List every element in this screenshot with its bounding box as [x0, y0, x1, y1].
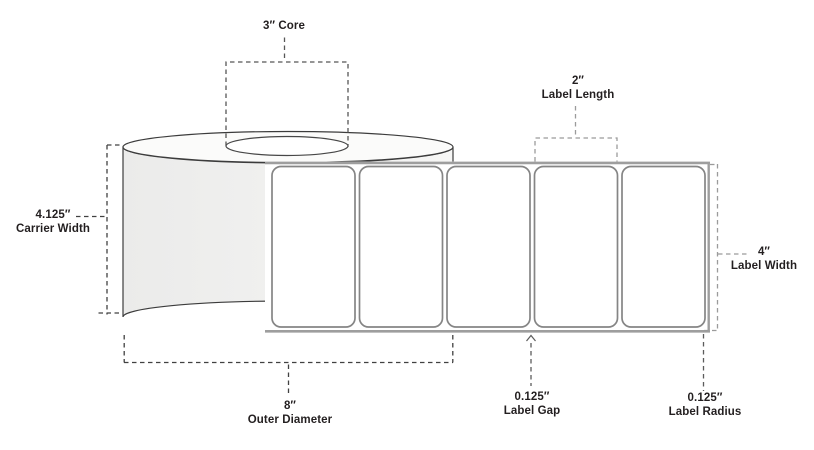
label-width-dimension-lines	[704, 163, 748, 332]
label-radius-name: Label Radius	[668, 405, 742, 418]
label-radius-value: 0.125″	[687, 392, 723, 404]
carrier-width-dimension-label: 4.125″ Carrier Width	[2, 209, 104, 236]
carrier-width-value: 4.125″	[35, 209, 71, 221]
carrier-width-name: Carrier Width	[15, 222, 91, 235]
label-width-name: Label Width	[730, 259, 798, 272]
label-width-dimension-label: 4″ Label Width	[702, 246, 814, 273]
label-length-name: Label Length	[541, 88, 615, 101]
label-gap-name: Label Gap	[503, 404, 561, 417]
label-radius-dimension-label: 0.125″ Label Radius	[634, 392, 776, 419]
label-width-value: 4″	[757, 246, 771, 258]
die-cut-label-2	[358, 165, 444, 328]
label-gap-dimension-label: 0.125″ Label Gap	[461, 391, 603, 418]
die-cut-label-3	[446, 165, 531, 328]
core-dimension-lines	[225, 37, 349, 147]
core-dimension-text: 3″ Core	[263, 20, 305, 32]
label-gap-arrowhead	[526, 334, 536, 342]
outer-diameter-dimension-lines	[123, 335, 454, 393]
carrier-width-dimension-lines	[76, 144, 120, 315]
outer-diameter-name: Outer Diameter	[247, 413, 333, 426]
core-dimension-label: 3″ Core	[224, 20, 344, 34]
die-cut-label-4	[533, 165, 619, 328]
label-length-value: 2″	[571, 75, 585, 87]
roll-core-hole	[225, 135, 349, 157]
die-cut-label-5	[621, 165, 706, 328]
outer-diameter-value: 8″	[283, 400, 297, 412]
label-gap-value: 0.125″	[514, 391, 550, 403]
label-length-dimension-lines	[534, 106, 618, 162]
outer-diameter-dimension-label: 8″ Outer Diameter	[214, 400, 366, 427]
label-gap-dimension-lines	[526, 334, 536, 386]
die-cut-label-1	[271, 165, 356, 328]
label-length-dimension-label: 2″ Label Length	[508, 75, 648, 102]
